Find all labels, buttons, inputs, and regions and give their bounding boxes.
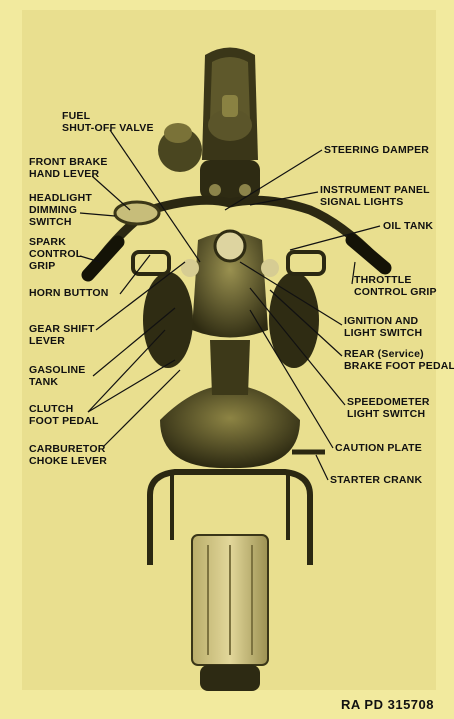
saddle-seat [160, 385, 300, 468]
label-oil-tank: OIL TANK [383, 220, 433, 232]
label-horn-button: HORN BUTTON [29, 287, 109, 299]
throttle-grip [352, 240, 385, 268]
label-caution-plate: CAUTION PLATE [335, 442, 422, 454]
mirror [115, 202, 159, 224]
label-starter-crank: STARTER CRANK [330, 474, 422, 486]
figure-caption: RA PD 315708 [341, 697, 434, 712]
rear-wheel [200, 665, 260, 691]
label-rear-brake-pedal: REAR (Service)BRAKE FOOT PEDAL [344, 348, 454, 372]
spark-grip [88, 242, 118, 275]
side-tank-left [143, 272, 193, 368]
label-steering-damper: STEERING DAMPER [324, 144, 429, 156]
speedometer [215, 231, 245, 261]
